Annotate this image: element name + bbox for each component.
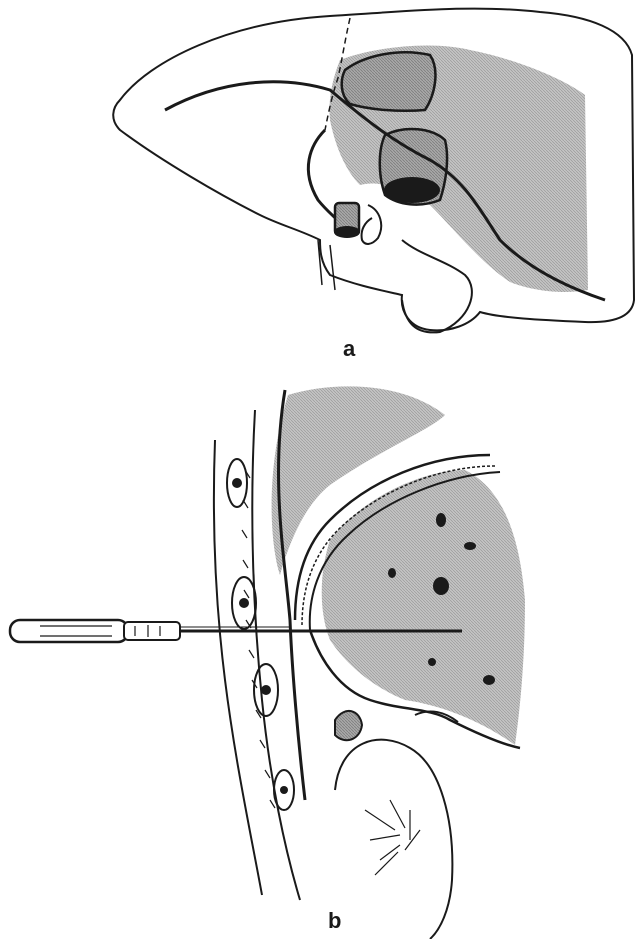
muscle-hatch xyxy=(242,470,275,808)
panel-label-a: a xyxy=(343,336,355,362)
gallbladder xyxy=(402,240,472,332)
panel-b-biopsy-diagram xyxy=(10,386,525,939)
middle-vein-opening xyxy=(384,177,440,203)
panel-label-b: b xyxy=(328,908,341,934)
bile-duct xyxy=(362,205,382,244)
liver-region xyxy=(322,470,525,745)
needle-hub[interactable] xyxy=(10,620,128,642)
needle-collar[interactable] xyxy=(124,622,180,640)
small-vessel xyxy=(335,711,362,740)
portal-stump-opening xyxy=(334,226,360,238)
lower-organ-inner xyxy=(365,800,420,875)
lower-organ xyxy=(335,740,452,939)
panel-a-liver-diagram xyxy=(113,9,634,333)
chest-wall-outer xyxy=(214,440,262,895)
